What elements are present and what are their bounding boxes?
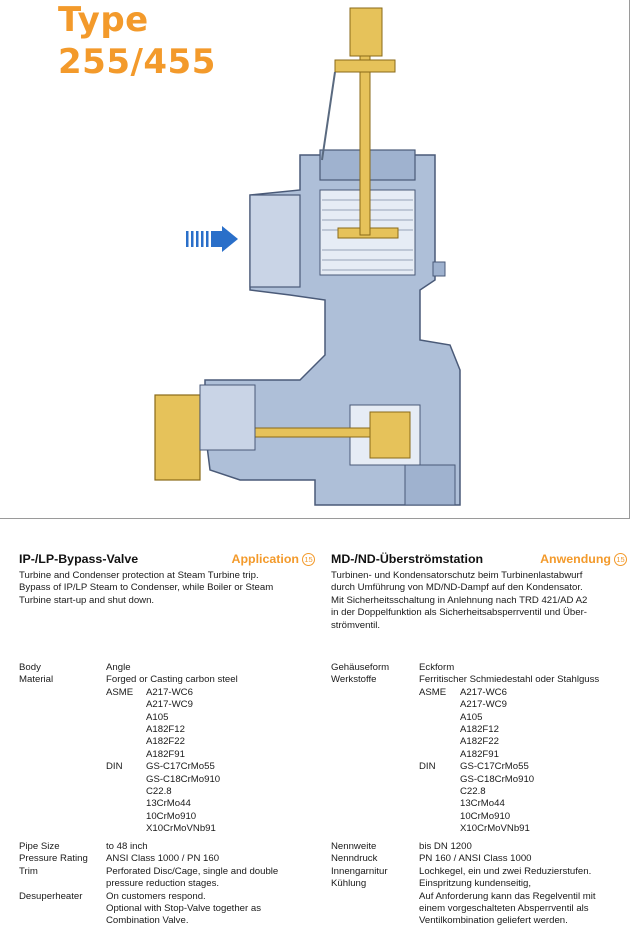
- spec-value: X10CrMoVNb91: [146, 823, 216, 835]
- spec-value: einem vorgeschalteten Absperrventil als: [419, 903, 589, 914]
- english-spec-table: Body Angle Material Forged or Casting ca…: [19, 662, 319, 932]
- english-heading: IP-/LP-Bypass-Valve: [19, 552, 139, 566]
- spec-value: A217-WC9: [460, 699, 507, 711]
- spec-value: A182F12: [146, 724, 185, 735]
- spec-value: C22.8: [460, 786, 486, 797]
- spec-value: A105: [460, 711, 483, 723]
- spec-label: Desuperheater: [19, 890, 83, 902]
- spec-value: A182F12: [460, 724, 499, 735]
- spec-value: Ferritischer Schmiedestahl oder Stahlgus…: [419, 674, 600, 686]
- spec-value: Angle: [106, 662, 131, 673]
- spec-value: ANSI Class 1000 / PN 160: [106, 853, 220, 865]
- spec-label: DIN: [419, 761, 436, 773]
- spec-value: On customers respond.: [106, 890, 206, 902]
- spec-label: ASME: [419, 686, 447, 698]
- spec-value: Eckform: [419, 662, 455, 673]
- figure-frame: [0, 0, 630, 519]
- flow-arrow-icon: [186, 226, 238, 252]
- description-line: in der Doppelfunktion als Sicherheitsabs…: [331, 607, 587, 619]
- spec-value: bis DN 1200: [419, 841, 472, 852]
- anwendung-number-badge: 15: [614, 553, 627, 566]
- spec-value: A105: [146, 711, 169, 723]
- spec-value: A182F91: [460, 748, 499, 760]
- spec-label: Gehäuseform: [331, 662, 390, 673]
- description-line: Bypass of IP/LP Steam to Condenser, whil…: [19, 582, 274, 594]
- english-description: Turbine and Condenser protection at Stea…: [19, 570, 315, 607]
- description-line: durch Umführung von MD/ND-Dampf auf den …: [331, 582, 583, 594]
- description-line: Turbine start-up and shut down.: [19, 594, 155, 606]
- spec-value: A182F91: [146, 748, 185, 760]
- spec-value: A217-WC9: [146, 699, 193, 711]
- german-spec-table: Gehäuseform Eckform Werkstoffe Ferritisc…: [331, 662, 631, 932]
- german-description: Turbinen- und Kondensatorschutz beim Tur…: [331, 570, 627, 632]
- spec-value: 10CrMo910: [146, 810, 197, 822]
- spec-label: ASME: [106, 686, 134, 698]
- spec-label: DIN: [106, 761, 123, 773]
- type-title: Type: [58, 0, 149, 40]
- description-line: Turbine and Condenser protection at Stea…: [19, 570, 259, 581]
- spec-value: GS-C18CrMo910: [146, 773, 221, 785]
- german-heading: MD-/ND-Überströmstation: [331, 552, 484, 566]
- spec-value: GS-C18CrMo910: [460, 773, 535, 785]
- spec-value: to 48 inch: [106, 841, 148, 852]
- spec-value: A217-WC6: [460, 686, 507, 698]
- spec-value: Auf Anforderung kann das Regelventil mit: [419, 890, 596, 902]
- spec-label: Werkstoffe: [331, 674, 377, 686]
- spec-value: Perforated Disc/Cage, single and double: [106, 865, 279, 877]
- spec-value: 13CrMo44: [460, 798, 505, 810]
- spec-label: Nennweite: [331, 841, 377, 852]
- spec-value: Optional with Stop-Valve together as: [106, 903, 262, 914]
- application-label-text: Application: [231, 552, 299, 566]
- spec-value: Combination Valve.: [106, 915, 189, 927]
- spec-value: Lochkegel, ein und zwei Reduzierstufen.: [419, 865, 592, 877]
- spec-value: A217-WC6: [146, 686, 193, 698]
- anwendung-label-text: Anwendung: [540, 552, 611, 566]
- type-number: 255/455: [58, 42, 216, 82]
- spec-value: 10CrMo910: [460, 810, 511, 822]
- description-line: Turbinen- und Kondensatorschutz beim Tur…: [331, 570, 583, 581]
- spec-value: pressure reduction stages.: [106, 878, 220, 890]
- spec-value: A182F22: [460, 736, 499, 748]
- spec-value: PN 160 / ANSI Class 1000: [419, 853, 532, 865]
- spec-value: GS-C17CrMo55: [146, 761, 215, 773]
- spec-value: X10CrMoVNb91: [460, 823, 530, 835]
- valve-cross-section-diagram: [154, 7, 461, 506]
- spec-label: Nenndruck: [331, 853, 378, 865]
- description-line: strömventil.: [331, 619, 381, 631]
- spec-label: Pipe Size: [19, 841, 60, 852]
- spec-value: A182F22: [146, 736, 185, 748]
- application-number-badge: 15: [302, 553, 315, 566]
- spec-value: C22.8: [146, 786, 172, 797]
- spec-value: Ventilkombination geliefert werden.: [419, 915, 568, 927]
- spec-value: GS-C17CrMo55: [460, 761, 529, 773]
- spec-label: Body: [19, 662, 41, 673]
- spec-value: Forged or Casting carbon steel: [106, 674, 238, 686]
- spec-label: Innengarnitur: [331, 865, 388, 877]
- description-line: Mit Sicherheitsschaltung in Anlehnung na…: [331, 594, 588, 606]
- spec-label: Pressure Rating: [19, 853, 88, 865]
- spec-value: Einspritzung kundenseitig,: [419, 878, 531, 890]
- spec-label: Trim: [19, 865, 38, 877]
- spec-label: Material: [19, 674, 54, 686]
- spec-value: 13CrMo44: [146, 798, 191, 810]
- spec-label: Kühlung: [331, 878, 367, 890]
